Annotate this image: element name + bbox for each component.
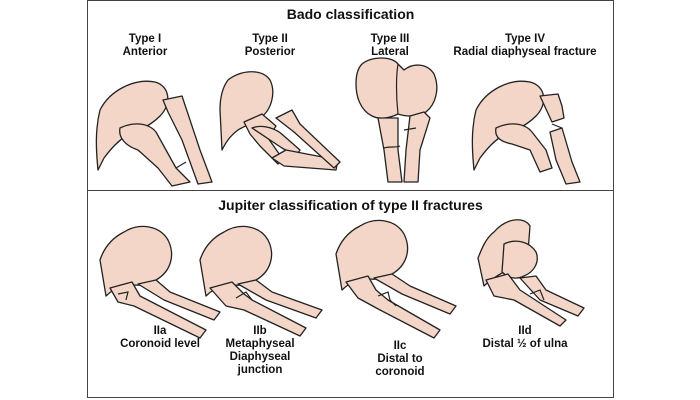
jupiter-title: Jupiter classification of type II fractu… xyxy=(218,197,483,213)
jupiter-iic-elbow xyxy=(335,219,457,339)
figure-frame xyxy=(87,0,614,398)
jupiter-iia-elbow xyxy=(99,225,221,339)
section-divider xyxy=(87,190,614,191)
bado-type4-elbow xyxy=(471,80,581,185)
jupiter-iid-elbow xyxy=(477,219,585,327)
bado-title: Bado classification xyxy=(286,6,415,22)
bado-type2-elbow xyxy=(219,71,341,171)
jupiter-iib-elbow xyxy=(199,225,323,337)
bado-type3-elbow xyxy=(355,57,438,183)
bado-type1-elbow xyxy=(95,80,213,187)
